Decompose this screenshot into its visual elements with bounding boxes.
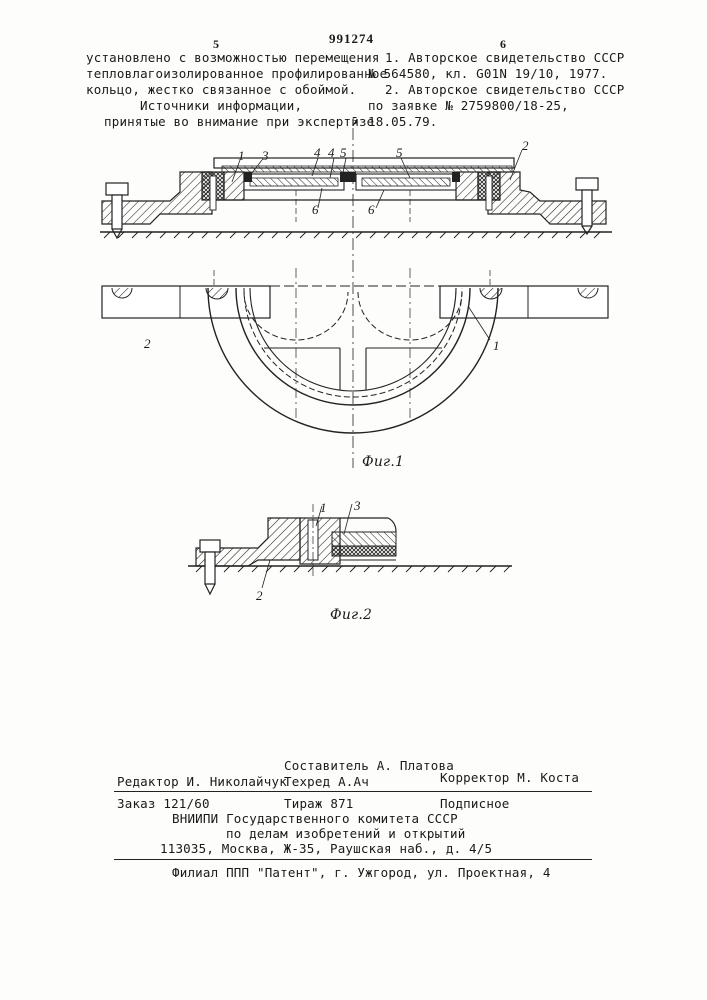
figure-2-drawing: 1 3 2 [0,0,707,640]
subscription-line: Подписное [440,796,510,811]
colophon-rule-bottom [114,859,592,860]
editor-line: Редактор И. Николайчук [117,774,287,789]
fig2-label-2: 2 [256,588,263,603]
fig2-label-1: 1 [320,500,327,515]
figure-2-caption: Фиг.2 [330,608,372,623]
circulation-line: Тираж 871 [284,796,354,811]
corrector-line: Корректор М. Коста [440,770,579,785]
org-line-3: 113035, Москва, Ж-35, Раушская наб., д. … [160,841,492,856]
branch-line: Филиал ППП "Патент", г. Ужгород, ул. Про… [172,865,551,880]
fig2-label-3: 3 [353,498,361,513]
order-line: Заказ 121/60 [117,796,210,811]
org-line-2: по делам изобретений и открытий [226,826,466,841]
techred-line: Техред А.Ач [284,774,369,789]
colophon-rule-top [114,791,592,792]
compiler-line: Составитель А. Платова [284,758,454,773]
org-line-1: ВНИИПИ Государственного комитета СССР [172,811,458,826]
